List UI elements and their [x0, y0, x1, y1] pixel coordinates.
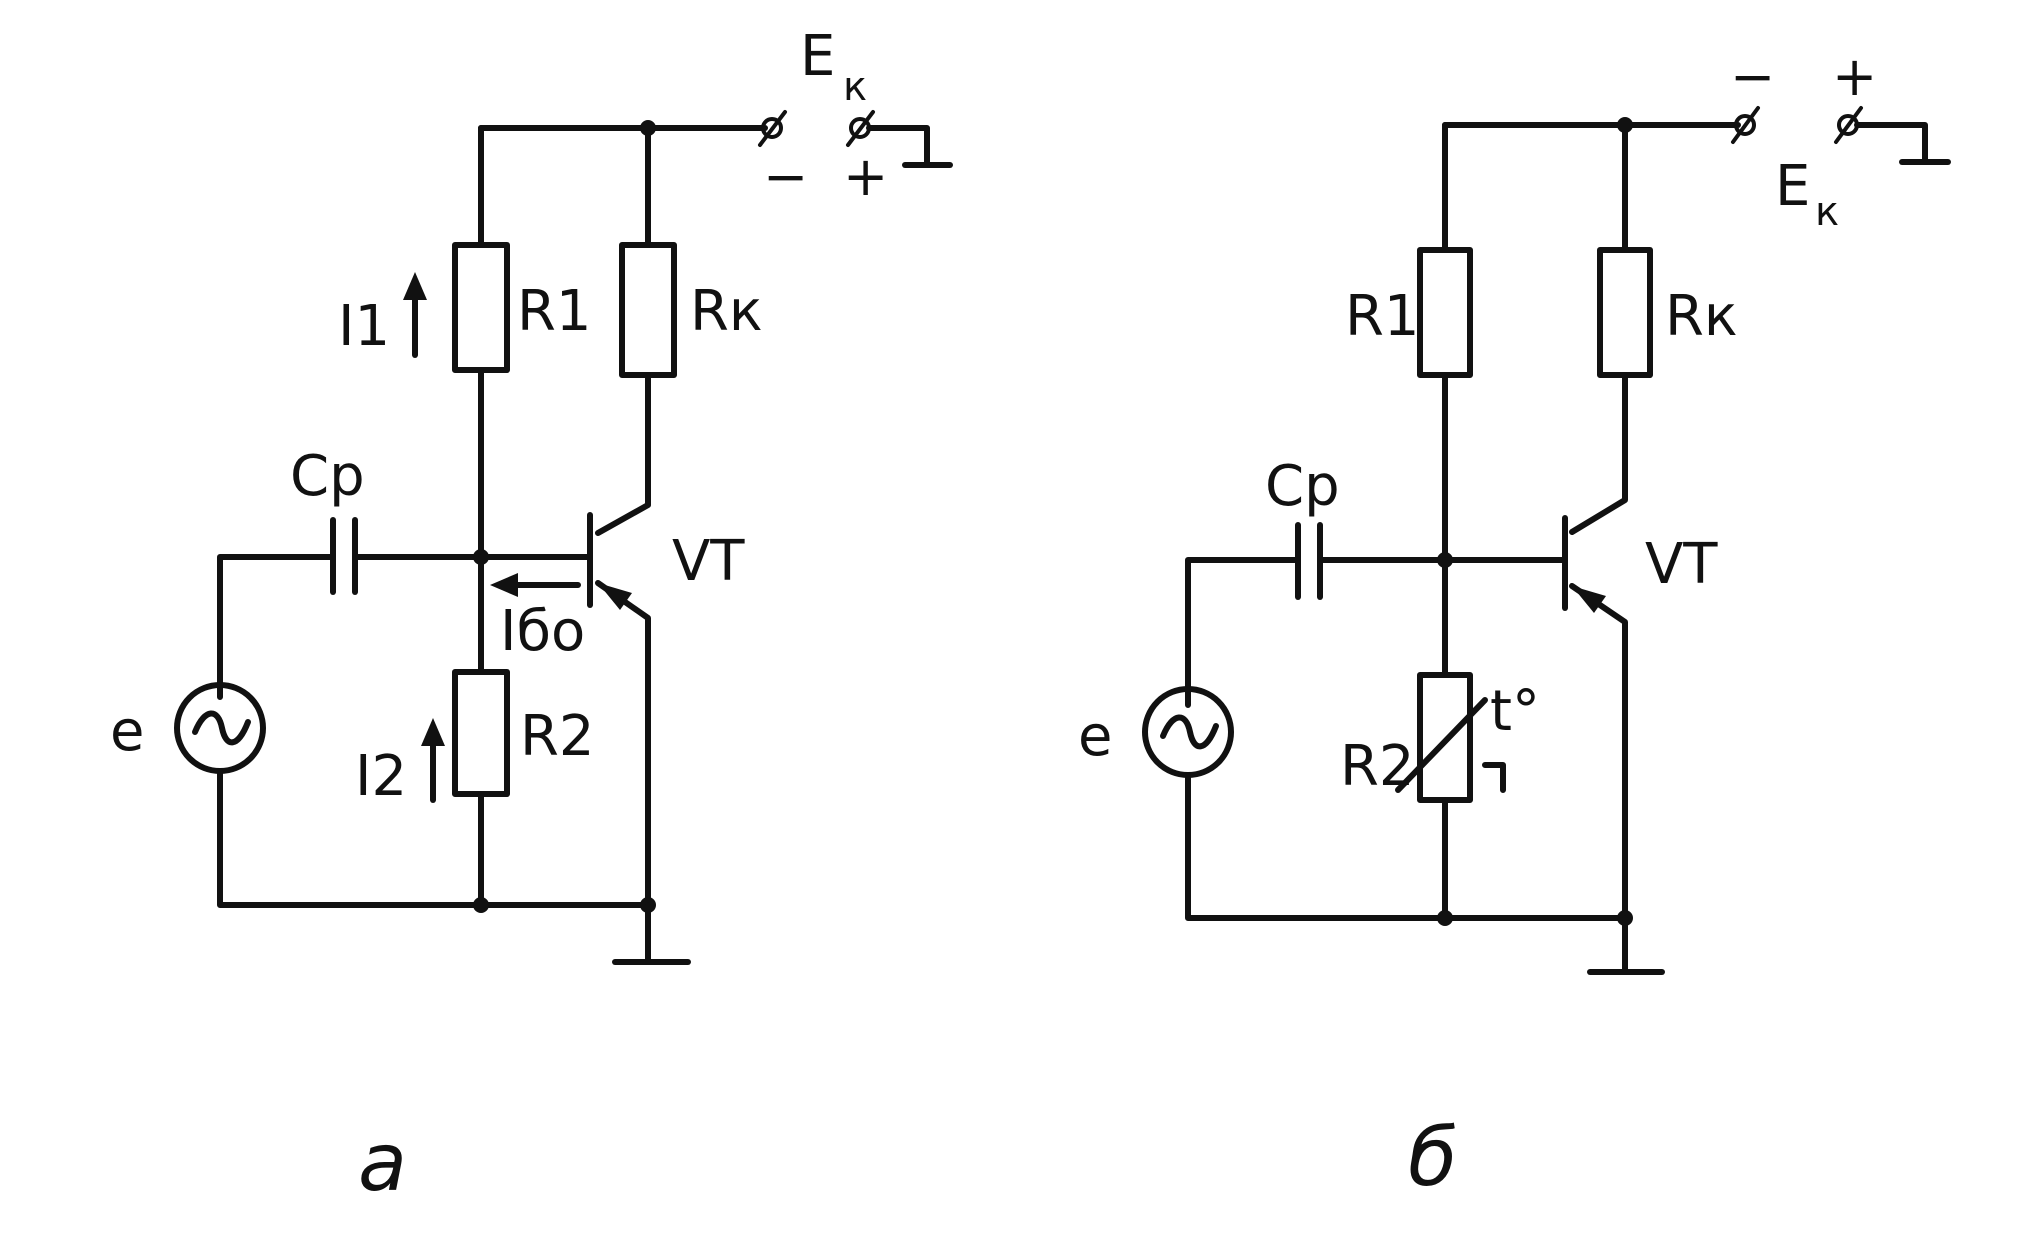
supply-label-subscript: к: [843, 64, 867, 110]
supply-label: E: [800, 24, 835, 89]
i2-arrow-head: [421, 718, 445, 746]
circuit-a: E к − + R1 I1 Rк Cp VT Iбo: [110, 24, 953, 1209]
transistor-emitter-arrow: [598, 583, 632, 610]
transistor-label: VT: [1645, 532, 1718, 597]
supply-minus-terminal: [758, 110, 787, 147]
transistor-emitter-arrow: [1572, 586, 1606, 613]
supply-label-subscript: к: [1815, 189, 1839, 235]
i1-arrow-head: [403, 272, 427, 300]
supply-label: E: [1775, 154, 1810, 219]
cp-label: Cp: [290, 444, 365, 509]
supply-plus-terminal: [846, 110, 875, 147]
transistor-emitter: [595, 580, 651, 908]
ground-junction-dot-mid: [1437, 910, 1453, 926]
supply-minus-sign: −: [763, 145, 808, 208]
ibo-label: Iбo: [500, 599, 585, 664]
transistor-emitter: [1569, 583, 1628, 921]
r1-label: R1: [1345, 284, 1420, 349]
thermistor-slash: [1395, 697, 1488, 793]
supply-ground-wire: [866, 125, 930, 168]
caption-a: а: [358, 1116, 407, 1209]
caption-b: б: [1408, 1111, 1457, 1204]
ibo-arrow-head: [490, 573, 518, 597]
rk-resistor: [1597, 247, 1653, 378]
rk-label: Rк: [1665, 284, 1738, 349]
source-bottom-wire: [1185, 772, 1628, 921]
ground-junction-dot-mid: [473, 897, 489, 913]
supply-ground-wire: [1854, 122, 1928, 165]
source-label: e: [110, 699, 144, 764]
source-label: e: [1078, 704, 1112, 769]
source-bottom-wire: [217, 768, 651, 908]
supply-minus-terminal-ring: [761, 117, 783, 139]
rk-bottom-wire: [1569, 372, 1628, 535]
r1-label: R1: [517, 279, 592, 344]
supply-minus-terminal-ring: [1734, 114, 1756, 136]
input-wire-left: [217, 554, 333, 700]
source-sine-symbol: [1160, 714, 1219, 750]
supply-minus-terminal: [1731, 106, 1760, 144]
rk-bottom-wire: [595, 372, 651, 536]
r1-resistor: [452, 242, 510, 373]
cp-label: Cp: [1265, 454, 1340, 519]
rk-label: Rк: [690, 279, 763, 344]
i2-label: I2: [355, 744, 407, 809]
thermistor-mark: t°: [1490, 679, 1540, 744]
supply-minus-sign: −: [1730, 45, 1775, 108]
thermistor-tail: [1482, 762, 1506, 793]
supply-plus-terminal: [1834, 106, 1863, 144]
rk-resistor: [619, 242, 677, 378]
r2-label: R2: [520, 704, 595, 769]
top-junction-dot: [640, 120, 656, 136]
r1-resistor: [1417, 247, 1473, 378]
source-sine-symbol: [192, 710, 251, 746]
i1-label: I1: [338, 294, 390, 359]
circuit-b: − + E к R1 Rк Cp VT R2 t°: [1078, 45, 1951, 1204]
r2-label: R2: [1340, 734, 1415, 799]
supply-plus-sign: +: [1832, 45, 1877, 108]
transistor-label: VT: [672, 529, 745, 594]
top-junction-dot: [1617, 117, 1633, 133]
supply-plus-sign: +: [843, 145, 888, 208]
input-wire-left: [1185, 557, 1298, 708]
r2-resistor: [452, 669, 510, 797]
